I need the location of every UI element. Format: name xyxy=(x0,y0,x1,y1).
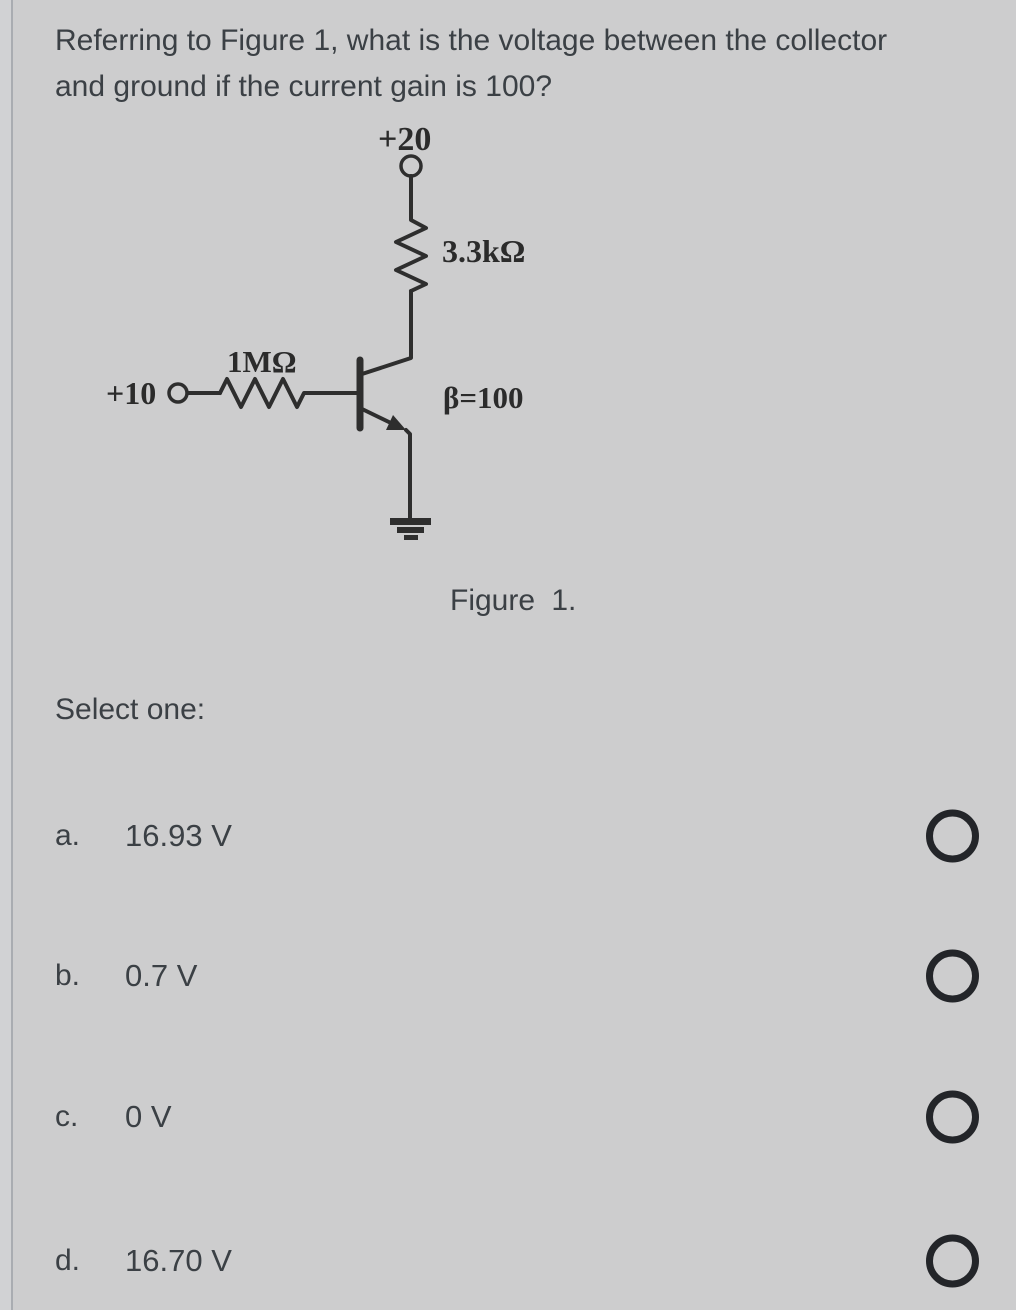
option-row-c[interactable]: c. 0 V xyxy=(0,1087,1016,1147)
collector-resistor-icon xyxy=(394,210,428,293)
question-text: Referring to Figure 1, what is the volta… xyxy=(55,18,995,110)
base-resistor-label: 1MΩ xyxy=(227,344,297,379)
question-line-1: Referring to Figure 1, what is the volta… xyxy=(55,24,888,57)
radio-button[interactable] xyxy=(926,949,979,1003)
ground-icon xyxy=(390,518,431,540)
collector-wire xyxy=(360,289,413,376)
option-row-a[interactable]: a. 16.93 V xyxy=(0,806,1016,866)
question-line-2: and ground if the current gain is 100? xyxy=(55,70,553,103)
beta-label: β=100 xyxy=(443,380,524,415)
option-row-d[interactable]: d. 16.70 V xyxy=(0,1231,1016,1291)
page-divider xyxy=(11,0,13,1310)
emitter-arrow-icon xyxy=(386,415,406,430)
option-text: 0.7 V xyxy=(125,958,198,993)
input-voltage-label: +10 xyxy=(106,375,156,411)
page-edge-strip xyxy=(0,0,11,1310)
option-text: 16.70 V xyxy=(125,1243,232,1278)
option-letter: a. xyxy=(55,819,81,852)
radio-button[interactable] xyxy=(926,1234,979,1288)
figure-caption: Figure 1. xyxy=(450,584,577,617)
supply-voltage-label: +20 xyxy=(378,121,431,158)
collector-resistor-label: 3.3kΩ xyxy=(442,233,525,269)
supply-terminal-node-icon xyxy=(399,154,423,178)
radio-button[interactable] xyxy=(926,1090,979,1144)
base-resistor-icon xyxy=(218,377,362,409)
option-letter: d. xyxy=(55,1244,81,1277)
option-row-b[interactable]: b. 0.7 V xyxy=(0,946,1016,1006)
option-letter: c. xyxy=(55,1100,79,1133)
option-text: 0 V xyxy=(125,1099,172,1134)
circuit-figure: +20 3.3kΩ +10 1MΩ β=100 xyxy=(90,108,550,558)
wire-emitter-to-ground xyxy=(404,428,412,522)
option-text: 16.93 V xyxy=(125,818,232,853)
input-terminal-node-icon xyxy=(167,382,189,404)
option-letter: b. xyxy=(55,959,81,992)
radio-button[interactable] xyxy=(926,809,979,863)
emitter-wire xyxy=(358,406,395,426)
select-one-prompt: Select one: xyxy=(55,693,206,726)
